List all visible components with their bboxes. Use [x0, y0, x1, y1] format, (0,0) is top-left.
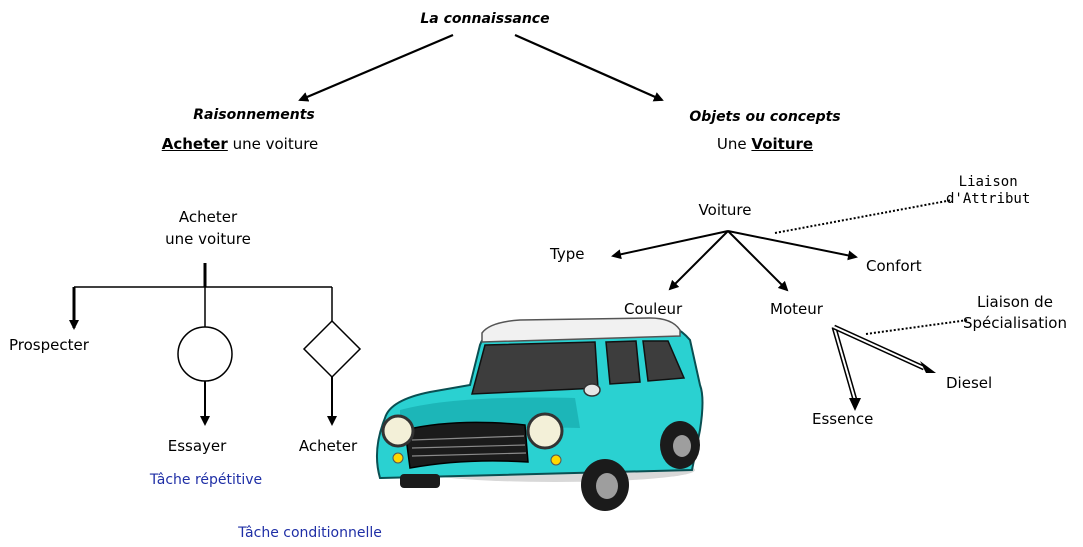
concept-confort: Confort	[866, 257, 922, 275]
arrow-to-moteur	[727, 230, 789, 292]
specialization-link-line2: Spécialisation	[963, 314, 1067, 332]
arrow-to-raisonnements	[298, 33, 454, 102]
raisonnements-example: Acheter une voiture	[162, 135, 319, 153]
attribute-link-dots	[774, 199, 953, 234]
task-root-label: Acheter une voiture	[165, 208, 251, 248]
raisonnements-heading: Raisonnements	[193, 107, 315, 123]
note-tache-repetitive: Tâche répétitive	[149, 472, 263, 488]
specialization-link-dots	[865, 319, 969, 335]
diamond-condition-symbol	[302, 319, 362, 379]
note-tache-conditionnelle: Tâche conditionnelle	[238, 525, 382, 541]
arrow-to-confort	[727, 230, 858, 261]
arrow-to-objets	[514, 33, 664, 102]
attribute-link-label: Liaison d'Attribut	[946, 174, 1030, 208]
concept-moteur: Moteur	[770, 300, 823, 318]
task-tree	[69, 263, 362, 426]
leaf-acheter: Acheter	[298, 437, 358, 455]
arrow-to-type	[611, 230, 729, 260]
objets-heading: Objets ou concepts	[689, 109, 841, 125]
specialization-link-label: Liaison de Spécialisation	[963, 293, 1067, 332]
objets-example-bold: Voiture	[751, 135, 814, 153]
diagram-title: La connaissance	[420, 11, 550, 27]
task-root-line2: une voiture	[165, 230, 251, 248]
attribute-link-line1: Liaison	[958, 174, 1018, 190]
concept-tree	[611, 199, 969, 411]
concept-diesel: Diesel	[946, 374, 993, 392]
attribute-link-line2: d'Attribut	[946, 191, 1031, 207]
specialization-link-line1: Liaison de	[977, 293, 1053, 311]
objets-example: Une Voiture	[717, 135, 813, 153]
concept-couleur: Couleur	[624, 300, 683, 318]
circle-repeat-symbol	[177, 326, 233, 382]
leaf-essayer: Essayer	[167, 437, 227, 455]
raisonnements-example-rest: une voiture	[227, 135, 319, 153]
concept-type: Type	[550, 245, 585, 263]
top-arrows	[298, 33, 664, 102]
task-root-line1: Acheter	[178, 208, 238, 226]
leaf-prospecter: Prospecter	[9, 336, 89, 354]
concept-essence: Essence	[812, 410, 874, 428]
arrow-to-couleur	[668, 230, 729, 291]
car-illustration	[375, 317, 704, 511]
concept-root-voiture: Voiture	[698, 201, 752, 219]
objets-example-rest: Une	[716, 135, 752, 153]
raisonnements-example-bold: Acheter	[161, 135, 228, 153]
